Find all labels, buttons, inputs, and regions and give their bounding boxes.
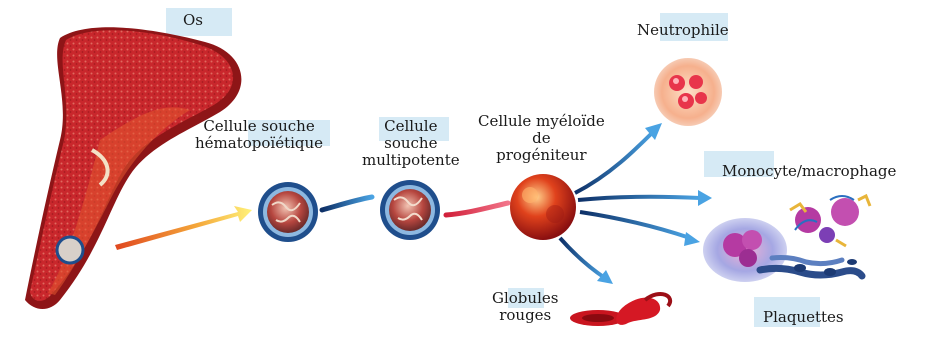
arrow-to-monocyte xyxy=(578,197,700,200)
arrow-to-platelets xyxy=(580,212,690,238)
label-myeloid: Cellule myéloïde de progéniteur xyxy=(478,113,605,164)
myeloid-progenitor-cell xyxy=(510,174,576,240)
label-hsc: Cellule souche hématopoïétique xyxy=(195,118,323,152)
label-platelets: Plaquettes xyxy=(763,309,844,326)
label-neutrophil: Neutrophile xyxy=(637,22,729,39)
label-os: Os xyxy=(183,12,203,29)
arrow-head-platelets xyxy=(684,232,700,246)
multipotent-stem-cell xyxy=(380,180,440,240)
label-monocyte: Monocyte/macrophage xyxy=(722,163,896,180)
arrow-head-monocyte xyxy=(698,190,712,206)
bone-illustration xyxy=(25,27,241,309)
macrophage-cluster xyxy=(790,196,870,246)
label-rbc: Globules rouges xyxy=(492,290,558,324)
rbc-curved-1 xyxy=(616,298,660,325)
neutrophil-cell xyxy=(654,58,722,126)
label-multipotent: Cellule souche multipotente xyxy=(362,118,460,169)
red-blood-cells xyxy=(570,294,670,326)
hematopoietic-stem-cell xyxy=(258,182,318,242)
arrow-hsc-to-multipotent xyxy=(322,197,372,210)
bone-marrow-zoom-circle xyxy=(57,237,83,263)
arrow-multipotent-to-myeloid xyxy=(446,203,508,215)
arrow-to-rbc xyxy=(560,238,605,278)
arrow-bone-to-hsc xyxy=(115,206,252,250)
